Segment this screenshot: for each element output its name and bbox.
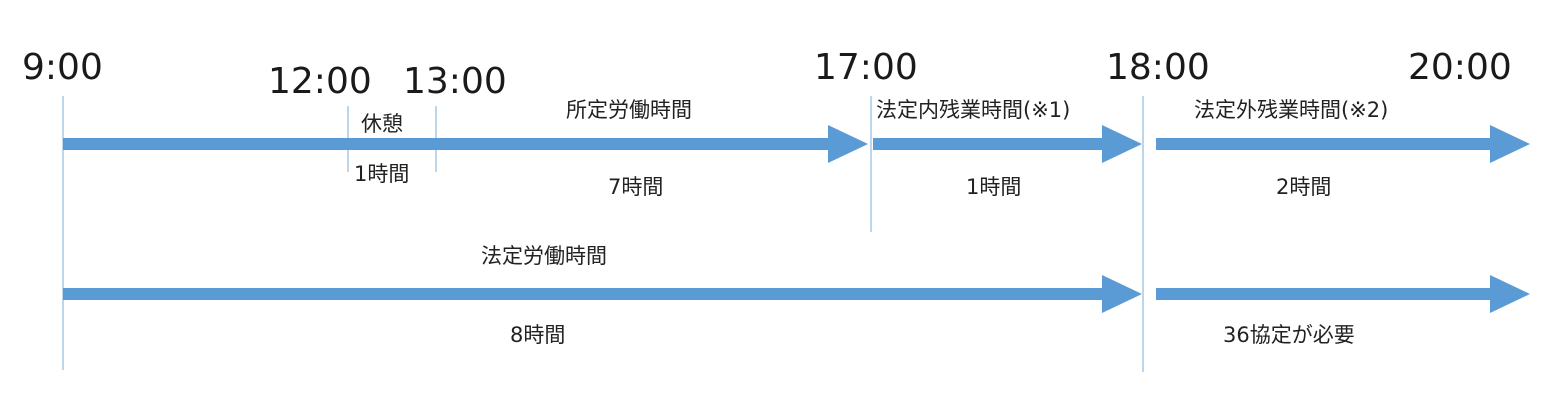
legal-overtime-beyond-label: 法定外残業時間(※2)	[1194, 98, 1389, 122]
time-label-1800: 18:00	[1106, 47, 1210, 88]
scheduled-work-duration: 7時間	[608, 175, 664, 199]
break-duration: 1時間	[354, 162, 410, 186]
scheduled-work-label: 所定労働時間	[566, 98, 692, 122]
arrow-scheduled-work	[63, 125, 868, 163]
arrow-legal-work-hours	[63, 275, 1142, 313]
arrow-legal-overtime-beyond	[1156, 125, 1530, 163]
break-label: 休憩	[361, 112, 403, 136]
time-label-1200: 12:00	[268, 61, 372, 102]
legal-work-hours-label: 法定労働時間	[481, 244, 607, 268]
legal-overtime-within-duration: 1時間	[966, 175, 1022, 199]
legal-overtime-within-label: 法定内残業時間(※1)	[876, 98, 1071, 122]
arrow-legal-overtime-within	[873, 125, 1142, 163]
legal-overtime-beyond-duration: 2時間	[1276, 175, 1332, 199]
agreement-required-note: 36協定が必要	[1223, 323, 1355, 347]
legal-work-hours-duration: 8時間	[510, 323, 566, 347]
time-label-1700: 17:00	[814, 47, 918, 88]
arrow-agreement-required	[1156, 275, 1530, 313]
time-label-0900: 9:00	[22, 47, 103, 88]
time-label-2000: 20:00	[1408, 47, 1512, 88]
time-label-1300: 13:00	[403, 61, 507, 102]
